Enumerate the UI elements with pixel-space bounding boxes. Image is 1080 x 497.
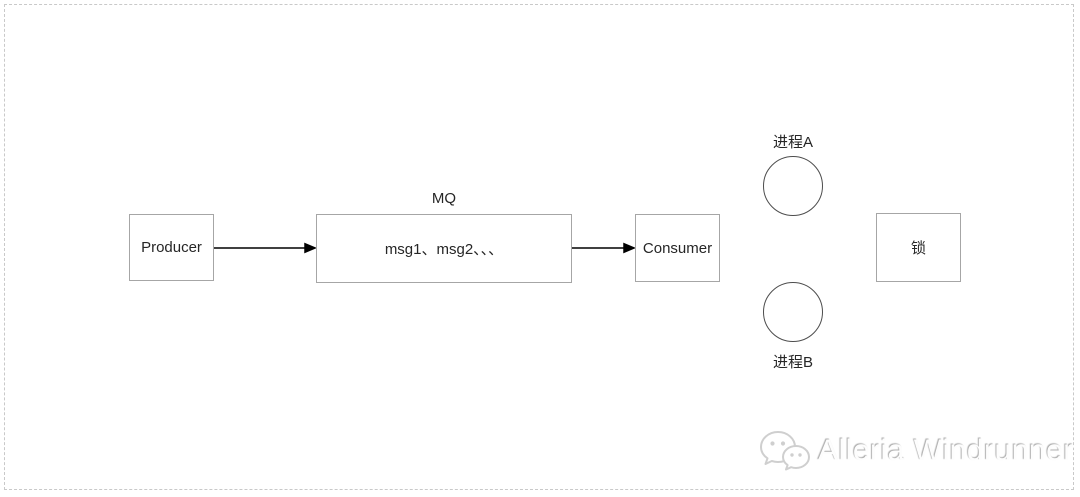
watermark: Alleria Windrunner bbox=[758, 430, 1074, 472]
consumer-label: Consumer bbox=[642, 239, 713, 257]
process-a-circle bbox=[763, 156, 823, 216]
lock-node: 锁 bbox=[876, 213, 961, 282]
process-b-circle bbox=[763, 282, 823, 342]
process-b-label: 进程B bbox=[772, 354, 813, 371]
wechat-eye bbox=[780, 441, 786, 446]
producer-label: Producer bbox=[141, 239, 202, 256]
consumer-node: Consumer bbox=[635, 214, 720, 282]
process-a-label: 进程A bbox=[772, 134, 813, 151]
wechat-bubble-small bbox=[782, 445, 810, 471]
arrowhead-mq-to-consumer bbox=[623, 242, 636, 254]
lock-label: 锁 bbox=[910, 240, 926, 257]
arrowhead-producer-to-mq bbox=[304, 242, 317, 254]
producer-node: Producer bbox=[129, 214, 214, 281]
mq-content-label: msg1、msg2、、、 bbox=[384, 241, 504, 258]
wechat-icon bbox=[760, 431, 810, 471]
watermark-text: Alleria Windrunner bbox=[818, 434, 1074, 467]
wechat-eye bbox=[770, 441, 775, 446]
mq-node: msg1、msg2、、、 bbox=[316, 214, 572, 283]
wechat-eye bbox=[798, 453, 802, 457]
mq-title: MQ bbox=[431, 190, 457, 207]
wechat-eye bbox=[790, 453, 794, 457]
